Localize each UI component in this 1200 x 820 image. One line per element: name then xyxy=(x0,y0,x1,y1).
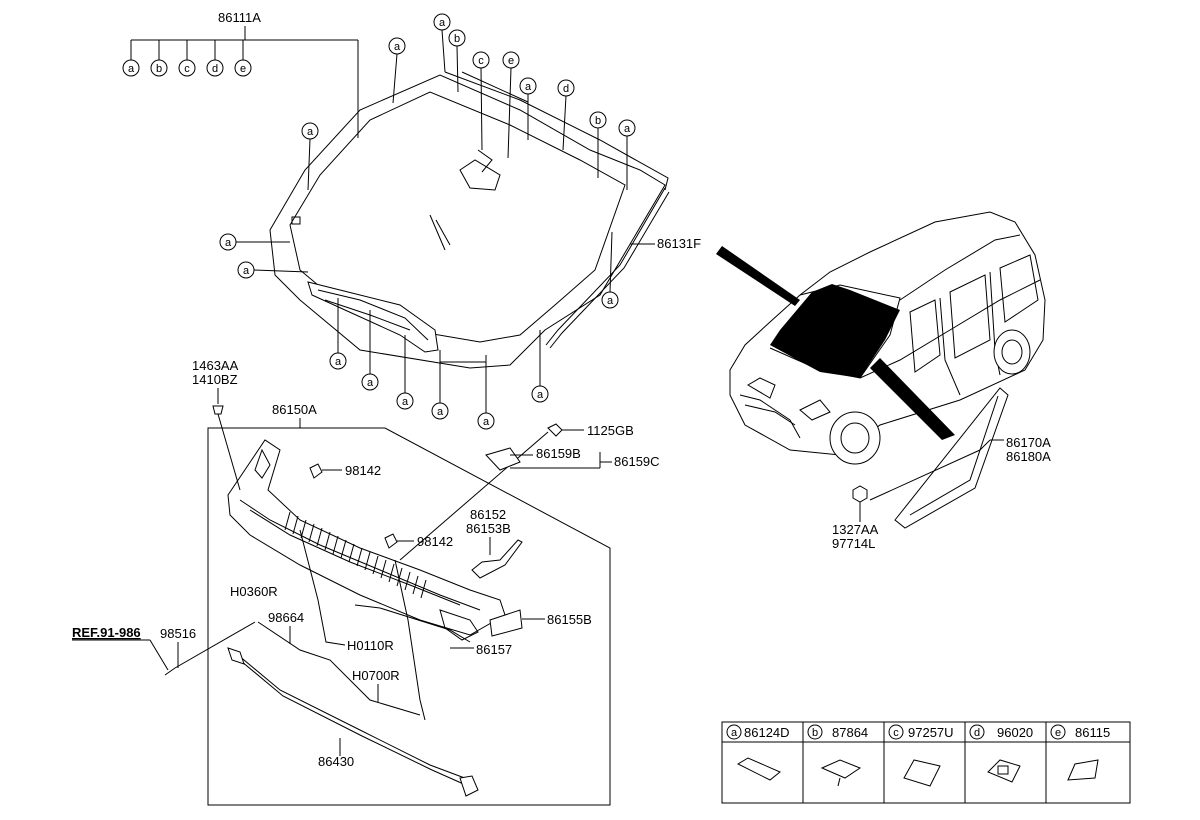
label-H0360R: H0360R xyxy=(230,584,278,599)
svg-text:97257U: 97257U xyxy=(908,725,954,740)
label-1410BZ: 1410BZ xyxy=(192,372,238,387)
label-98516: 98516 xyxy=(160,626,196,641)
svg-text:96020: 96020 xyxy=(997,725,1033,740)
clip-part-icon-e xyxy=(1067,759,1099,781)
svg-text:e: e xyxy=(240,63,246,75)
windshield-callouts: a b a c e a d b a a a a a a a a a a a xyxy=(219,13,636,430)
svg-text:d: d xyxy=(563,83,569,95)
svg-text:a: a xyxy=(394,41,401,53)
svg-text:b: b xyxy=(595,115,601,127)
svg-text:a: a xyxy=(335,356,342,368)
label-86430: 86430 xyxy=(318,754,354,769)
label-H0110R: H0110R xyxy=(347,638,394,653)
label-98142-b: 98142 xyxy=(417,534,453,549)
label-1125GB: 1125GB xyxy=(587,423,634,438)
svg-text:a: a xyxy=(439,17,446,29)
label-86153B: 86153B xyxy=(466,521,511,536)
label-86150A: 86150A xyxy=(272,402,317,417)
label-86159C: 86159C xyxy=(614,454,660,469)
label-86111A: 86111A xyxy=(218,10,261,25)
legend-item-e: e 86115 xyxy=(1050,724,1110,781)
washer-hose-parts: H0360R 98664 H0110R H0700R REF.91-986 98… xyxy=(72,529,479,797)
svg-text:c: c xyxy=(184,63,190,75)
label-1327AA: 1327AA xyxy=(832,522,879,537)
glass-lower-strip xyxy=(307,281,439,353)
svg-text:e: e xyxy=(1055,727,1061,739)
label-86131F: 86131F xyxy=(657,236,701,251)
svg-text:a: a xyxy=(243,265,250,277)
svg-text:a: a xyxy=(607,295,614,307)
label-86157: 86157 xyxy=(476,642,512,657)
svg-text:a: a xyxy=(225,237,232,249)
label-86152: 86152 xyxy=(470,507,506,522)
label-98142-a: 98142 xyxy=(345,463,381,478)
cowl-panel-box: 86150A xyxy=(207,402,611,806)
label-86170A: 86170A xyxy=(1006,435,1051,450)
moulding-strip xyxy=(545,187,670,349)
svg-text:b: b xyxy=(812,727,818,739)
svg-text:86115: 86115 xyxy=(1075,725,1110,740)
clip-part-icon-c xyxy=(903,759,941,787)
legend-item-a: a 86124D xyxy=(726,724,790,781)
svg-text:a: a xyxy=(537,389,544,401)
svg-text:e: e xyxy=(508,55,514,67)
clip-part-icon-d xyxy=(987,759,1021,783)
svg-text:a: a xyxy=(525,81,532,93)
label-97714L: 97714L xyxy=(832,536,875,551)
ref-91-986: REF.91-986 xyxy=(72,625,141,640)
label-1463AA: 1463AA xyxy=(192,358,239,373)
label-86159B: 86159B xyxy=(536,446,581,461)
clip-part-icon-b xyxy=(820,759,862,779)
svg-text:a: a xyxy=(624,123,631,135)
label-86180A: 86180A xyxy=(1006,449,1051,464)
svg-text:a: a xyxy=(483,416,490,428)
svg-text:a: a xyxy=(128,63,135,75)
svg-text:86124D: 86124D xyxy=(744,725,790,740)
legend-item-d: d 96020 xyxy=(969,724,1033,783)
svg-text:b: b xyxy=(156,63,162,75)
label-86155B: 86155B xyxy=(547,612,592,627)
cowl-panel xyxy=(227,439,506,641)
svg-text:a: a xyxy=(437,406,444,418)
windshield-glass xyxy=(269,71,669,369)
callout-86111A-group: 86111A a b c d e xyxy=(122,10,359,138)
delta-cover-part: 86170A 86180A 1327AA 97714L xyxy=(832,387,1051,551)
svg-text:a: a xyxy=(307,126,314,138)
svg-text:a: a xyxy=(367,377,374,389)
svg-text:a: a xyxy=(731,727,738,739)
legend-item-c: c 97257U xyxy=(888,724,954,787)
cowl-small-parts: 1463AA 1410BZ 1125GB 98142 86159B 86159C… xyxy=(192,358,660,657)
svg-text:87864: 87864 xyxy=(832,725,868,740)
vehicle-illustration xyxy=(716,211,1046,465)
svg-text:a: a xyxy=(402,396,409,408)
svg-text:c: c xyxy=(478,55,484,67)
legend-table: a 86124D b 87864 c 97257U d 96020 e xyxy=(721,721,1131,804)
legend-item-b: b 87864 xyxy=(807,724,868,787)
label-98664: 98664 xyxy=(268,610,304,625)
svg-text:d: d xyxy=(974,727,980,739)
svg-text:d: d xyxy=(212,63,218,75)
label-H0700R: H0700R xyxy=(352,668,400,683)
clip-part-icon-a xyxy=(736,757,781,781)
svg-text:b: b xyxy=(454,33,460,45)
svg-text:c: c xyxy=(893,727,899,739)
